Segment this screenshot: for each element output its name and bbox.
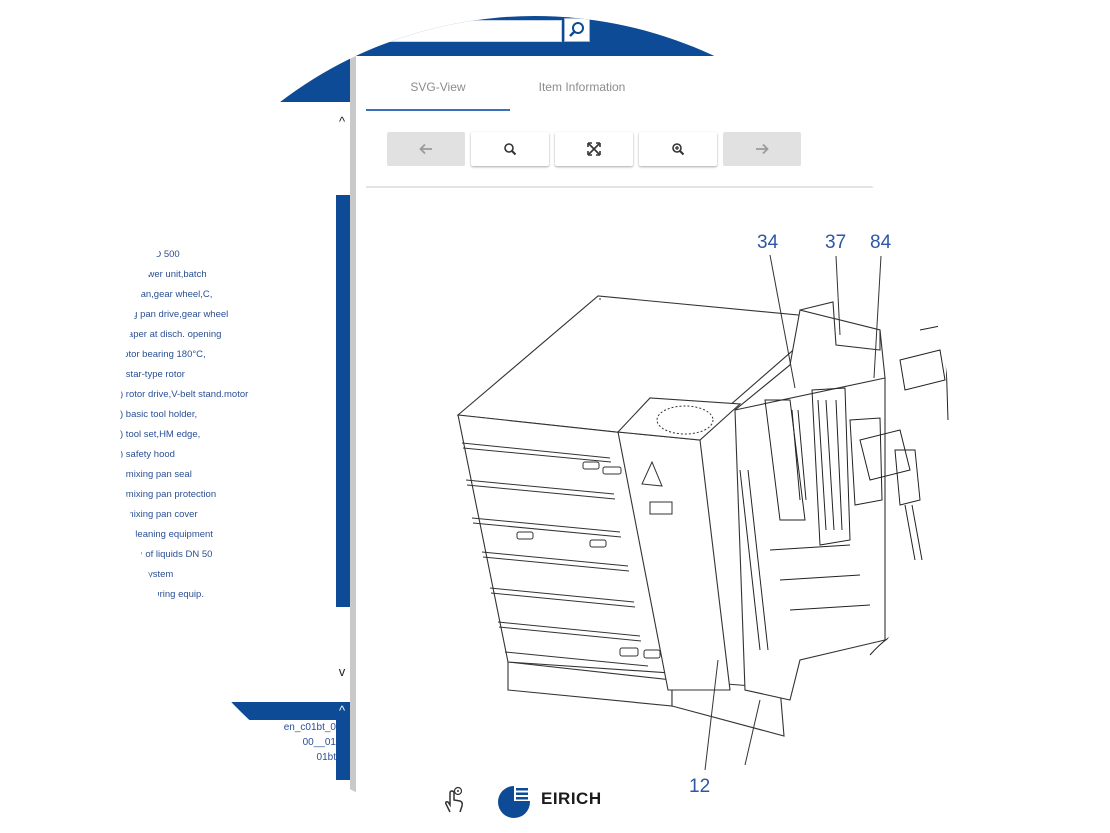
previous-button[interactable]	[387, 132, 465, 166]
tree-scroll-down-button[interactable]: v	[338, 664, 346, 679]
brand-name: EIRICH	[541, 789, 602, 808]
callout-34[interactable]: 34	[757, 232, 779, 253]
search-icon	[569, 22, 584, 37]
tree-item[interactable]: ating system	[120, 569, 174, 580]
tree-item[interactable]: king pan drive,gear wheel	[120, 309, 229, 320]
tree-item[interactable]: ) basic tool holder,	[120, 409, 198, 420]
tree-item[interactable]: ge gate D 500	[120, 249, 180, 260]
tree-item[interactable]: ) star-type rotor	[120, 369, 185, 380]
touch-gesture-icon[interactable]	[438, 784, 470, 816]
tree-item[interactable]: re measuring equip.	[120, 589, 204, 600]
list-item[interactable]: en_c01bt_0	[283, 722, 336, 733]
callout-84[interactable]: 84	[870, 232, 892, 253]
machine-drawing[interactable]: 34 37 84 12	[440, 220, 950, 800]
bottom-scroll-up-button[interactable]: ^	[334, 703, 350, 718]
list-item[interactable]: 00__01	[302, 737, 336, 748]
panel-splitter[interactable]	[120, 702, 350, 720]
zoom-in-icon	[672, 143, 685, 156]
tree-scrollbar-track	[334, 105, 350, 193]
search-button[interactable]	[564, 18, 590, 42]
tree-scroll-up-button[interactable]: ^	[338, 114, 346, 129]
panel-divider[interactable]	[350, 56, 356, 832]
tree-item[interactable]: ) mixing pan protection	[120, 489, 217, 500]
zoom-out-button[interactable]	[471, 132, 549, 166]
zoom-in-button[interactable]	[639, 132, 717, 166]
parts-tree: herting cable ge gate D 500 ulic power u…	[120, 205, 350, 665]
magnifier-lens: herting cable ge gate D 500 ulic power u…	[120, 16, 950, 832]
arrow-right-icon	[756, 143, 769, 155]
app-window: herting cable ge gate D 500 ulic power u…	[120, 16, 950, 832]
tab-item-information[interactable]: Item Information	[538, 80, 626, 94]
tree-scrollbar-thumb[interactable]	[336, 195, 350, 607]
tree-item[interactable]: ulic power unit,batch	[120, 269, 207, 280]
tree-item[interactable]: dition of liquids DN 50	[120, 549, 213, 560]
tree-item[interactable]: O-cleaning equipment	[120, 529, 213, 540]
toolbar-separator	[366, 186, 950, 188]
list-item[interactable]: 01bt	[316, 752, 336, 763]
arrow-left-icon	[419, 143, 432, 155]
tree-item[interactable]: ) mixing pan seal	[120, 469, 192, 480]
eirich-logo	[498, 786, 530, 818]
fit-to-screen-icon	[587, 142, 601, 156]
search-input[interactable]	[300, 20, 562, 42]
document-list-scrollbar[interactable]	[336, 720, 350, 780]
tab-svg-view[interactable]: SVG-View	[366, 75, 510, 111]
tree-item[interactable]: craper at disch. opening	[120, 329, 222, 340]
callout-37[interactable]: 37	[825, 232, 846, 253]
next-button[interactable]	[723, 132, 801, 166]
callout-12[interactable]: 12	[689, 776, 710, 797]
tree-panel-header	[120, 56, 350, 102]
tree-item[interactable]: 816	[120, 649, 136, 660]
tree-item[interactable]: herting cable	[120, 209, 175, 220]
tree-panel	[120, 102, 336, 702]
tree-item[interactable]: k. material	[120, 629, 164, 640]
tree-item[interactable]: rotor bearing 180°C,	[120, 349, 206, 360]
tree-item[interactable]: ) tool set,HM edge,	[120, 429, 201, 440]
fit-to-screen-button[interactable]	[555, 132, 633, 166]
tree-item[interactable]: ing pan,gear wheel,C,	[120, 289, 213, 300]
tree-item[interactable]: ) safety hood	[120, 449, 175, 460]
zoom-out-icon	[504, 143, 517, 156]
document-list: en_c01bt_0 00__01 01bt	[240, 720, 336, 765]
tree-item[interactable]: ) rotor drive,V-belt stand.motor	[120, 389, 249, 400]
tree-item[interactable]: ) mixing pan cover	[120, 509, 198, 520]
tree-item[interactable]: ges-tool kit	[120, 609, 166, 620]
